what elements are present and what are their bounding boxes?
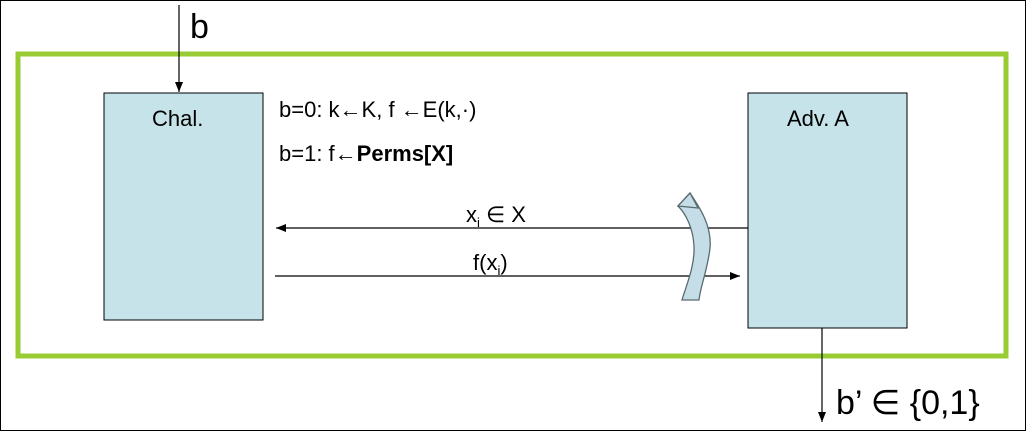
world-1-perms: Perms[X] <box>356 141 454 166</box>
challenger-box <box>103 92 264 321</box>
world-1-sample-arrow: ← <box>334 141 357 166</box>
query-x: x <box>466 202 477 227</box>
world-1-prefix: b=1: f <box>279 141 335 166</box>
world-1-line: b=1: f←Perms[X] <box>279 143 453 165</box>
repeat-curved-arrow-icon <box>676 191 711 301</box>
input-bit-label: b <box>190 8 209 46</box>
world-0-key-set: K, f <box>361 97 401 122</box>
world-0-assign-arrow: ← <box>400 97 423 122</box>
adversary-box <box>747 92 908 329</box>
response-subscript: i <box>497 263 501 278</box>
query-member: ∈ X <box>479 202 526 227</box>
world-0-line: b=0: k←K, f ←E(k,·) <box>279 99 476 121</box>
response-open: f(x <box>473 250 498 275</box>
response-close: ) <box>500 250 508 275</box>
world-0-function: E(k,·) <box>422 97 477 122</box>
adversary-label: Adv. A <box>787 106 849 131</box>
experiment-frame <box>15 51 1009 359</box>
world-0-sample-arrow: ← <box>339 97 362 122</box>
response-label: f(xi) <box>473 250 508 278</box>
challenger-label: Chal. <box>152 106 204 131</box>
world-0-prefix: b=0: k <box>279 97 340 122</box>
query-label: xi ∈ X <box>466 202 526 230</box>
output-label: b’ ∈ {0,1} <box>836 384 980 422</box>
query-subscript: i <box>477 215 480 230</box>
